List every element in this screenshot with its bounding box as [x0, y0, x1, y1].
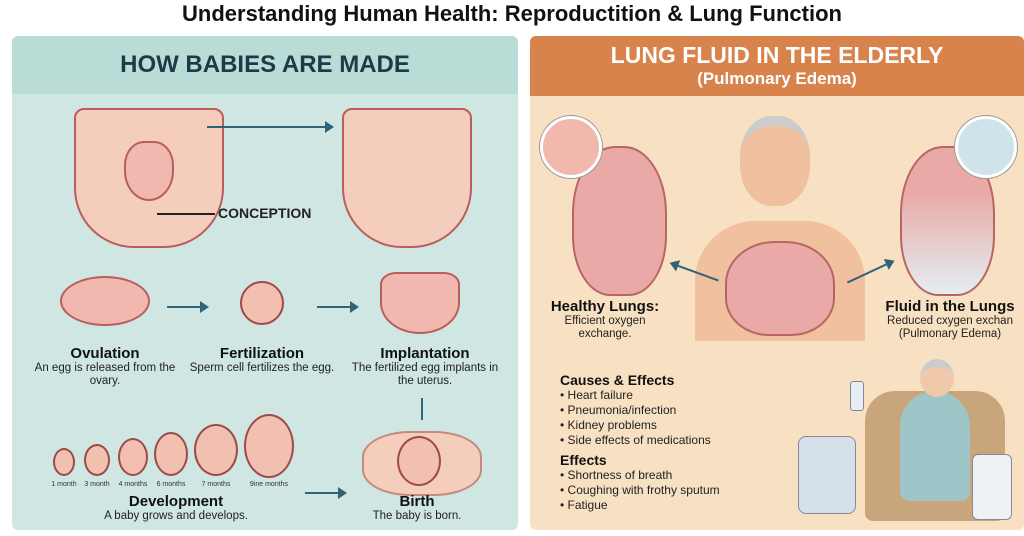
uterus-implantation-illustration: [380, 272, 460, 334]
arrow-icon: [207, 121, 334, 133]
monitor-device-icon: [972, 454, 1012, 520]
reproduction-panel: HOW BABIES ARE MADE CONCEPTION Ovulation…: [12, 36, 518, 530]
fetus-9-months: [244, 414, 294, 478]
month-label: 1 month: [51, 481, 77, 488]
month-label: 7 months: [201, 481, 231, 488]
healthy-lungs-caption: Healthy Lungs:Efficient oxygen exchange.: [550, 298, 660, 340]
fetus-7-months: [194, 424, 238, 476]
iv-bag-icon: [850, 381, 864, 411]
ovary-illustration: [60, 276, 150, 326]
cause-item: Pneumonia/infection: [560, 403, 720, 418]
effect-item: Fatigue: [560, 498, 720, 513]
chest-lungs-illustration: [725, 241, 835, 336]
effect-item: Coughing with frothy sputum: [560, 483, 720, 498]
oxygen-concentrator-icon: [798, 436, 856, 514]
fetus-4-months: [118, 438, 148, 476]
uterus-icon: [124, 141, 174, 201]
conception-label: CONCEPTION: [218, 205, 312, 221]
month-label: 9ine months: [249, 481, 289, 488]
effect-item: Shortness of breath: [560, 468, 720, 483]
lung-fluid-panel: LUNG FLUID IN THE ELDERLY (Pulmonary Ede…: [530, 36, 1024, 530]
month-label: 6 months: [156, 481, 186, 488]
elderly-man-head-illustration: [740, 116, 810, 206]
arrow-icon: [305, 487, 347, 499]
male-anatomy-illustration: [342, 108, 472, 248]
fetus-1-month: [53, 448, 75, 476]
cause-item: Kidney problems: [560, 418, 720, 433]
panel-heading: HOW BABIES ARE MADE: [12, 36, 518, 94]
effects-title: Effects: [560, 452, 607, 468]
page-title: Understanding Human Health: Reproductiti…: [182, 1, 842, 26]
month-label: 3 month: [84, 481, 110, 488]
alveoli-magnifier-icon: [540, 116, 602, 178]
elderly-woman-head: [920, 359, 954, 397]
conception-line: [157, 213, 215, 215]
panel-heading: LUNG FLUID IN THE ELDERLY (Pulmonary Ede…: [530, 36, 1024, 96]
causes-title: Causes & Effects: [560, 372, 675, 388]
elderly-woman-illustration: [900, 391, 970, 501]
down-arrow-icon: [421, 398, 423, 420]
panel-subtitle: (Pulmonary Edema): [697, 69, 857, 88]
cause-item: Heart failure: [560, 388, 720, 403]
egg-sperm-illustration: [240, 281, 284, 325]
arrow-icon: [317, 301, 359, 313]
month-label: 4 months: [118, 481, 148, 488]
fetus-6-months: [154, 432, 188, 476]
fluid-magnifier-icon: [955, 116, 1017, 178]
arrow-icon: [167, 301, 209, 313]
causes-section: Causes & Effects Heart failure Pneumonia…: [560, 372, 720, 513]
baby-in-womb-icon: [397, 436, 441, 486]
panel-title: LUNG FLUID IN THE ELDERLY: [610, 42, 944, 68]
fetus-3-month: [84, 444, 110, 476]
cause-item: Side effects of medications: [560, 433, 720, 448]
